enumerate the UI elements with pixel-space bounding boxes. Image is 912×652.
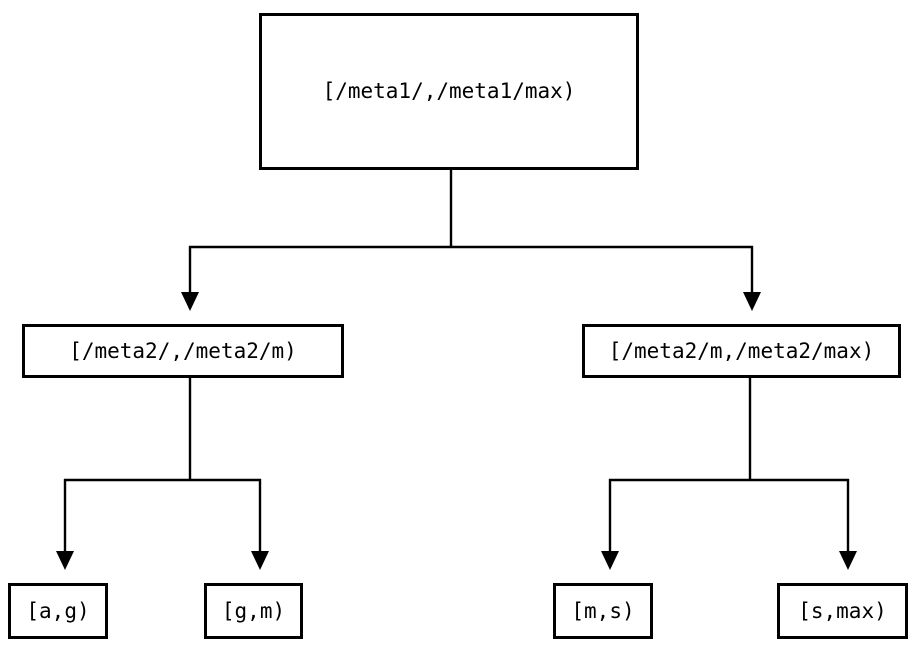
arrowhead-meta2-low-icon (181, 292, 199, 311)
node-meta2-high: [/meta2/m,/meta2/max) (582, 324, 901, 378)
arrowhead-leaf-ms-icon (601, 551, 619, 570)
arrowhead-leaf-smax-icon (839, 551, 857, 570)
node-leaf-ms: [m,s) (553, 583, 653, 639)
node-leaf-ag: [a,g) (8, 583, 108, 639)
node-leaf-smax-label: [s,max) (798, 598, 887, 623)
node-leaf-ag-label: [a,g) (26, 598, 90, 623)
node-leaf-smax: [s,max) (777, 583, 908, 639)
arrowhead-meta2-high-icon (743, 292, 761, 311)
node-leaf-gm: [g,m) (204, 583, 303, 639)
arrowhead-leaf-ag-icon (56, 551, 74, 570)
arrowhead-leaf-gm-icon (251, 551, 269, 570)
node-leaf-gm-label: [g,m) (221, 598, 286, 623)
node-root-label: [/meta1/,/meta1/max) (322, 79, 576, 103)
node-leaf-ms-label: [m,s) (571, 598, 635, 623)
node-root: [/meta1/,/meta1/max) (259, 13, 639, 170)
node-meta2-high-label: [/meta2/m,/meta2/max) (608, 338, 875, 363)
node-meta2-low: [/meta2/,/meta2/m) (22, 324, 344, 378)
node-meta2-low-label: [/meta2/,/meta2/m) (69, 338, 297, 363)
